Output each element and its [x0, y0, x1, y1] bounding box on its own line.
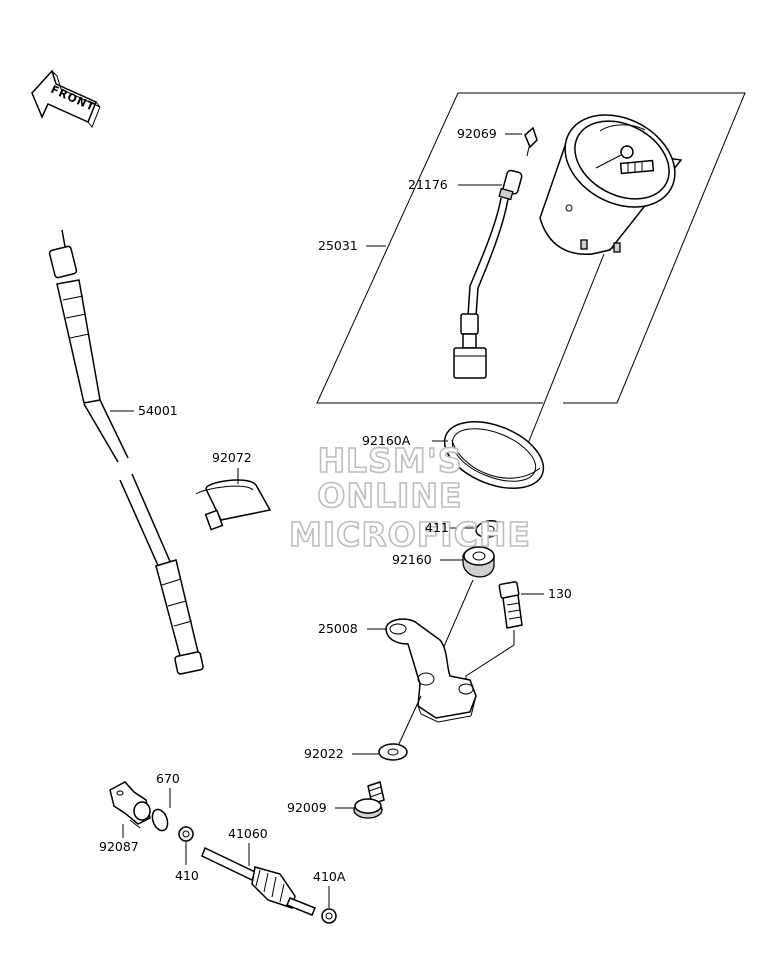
- speedometer-meter: [522, 114, 683, 457]
- washer-92022: [378, 695, 422, 761]
- callout-411[interactable]: 411: [425, 520, 449, 535]
- callout-670[interactable]: 670: [156, 771, 180, 786]
- callout-41060[interactable]: 41060: [228, 826, 268, 841]
- watermark-line-2: ONLINE: [317, 476, 462, 515]
- front-arrow: FRONT: [31, 69, 101, 128]
- callout-410[interactable]: 410: [175, 868, 199, 883]
- callout-54001[interactable]: 54001: [138, 403, 178, 418]
- callout-92087[interactable]: 92087: [99, 839, 139, 854]
- gear-housing-92087: [109, 781, 151, 829]
- washer-410A: [321, 908, 337, 924]
- clamp-band-92072: [195, 479, 272, 531]
- watermark-line-1: HLSM'S: [317, 441, 462, 480]
- callout-130[interactable]: 130: [548, 586, 572, 601]
- callout-92022[interactable]: 92022: [304, 746, 344, 761]
- watermark: HLSM'S ONLINE MICROFICHE: [288, 440, 531, 555]
- speedometer-cable: [48, 229, 204, 675]
- o-ring-670: [151, 808, 169, 832]
- screw-92009: [353, 781, 385, 819]
- pinion-gear-41060: [201, 846, 316, 916]
- callout-92160[interactable]: 92160: [392, 552, 432, 567]
- meter-assembly-frame: [316, 92, 746, 404]
- bracket-25008: [385, 618, 477, 723]
- washer-411: [475, 520, 503, 538]
- callout-92160A[interactable]: 92160A: [362, 433, 411, 448]
- callout-92069[interactable]: 92069: [457, 126, 497, 141]
- callout-labels: 92069 21176 25031 54001 92072 92160A 411…: [99, 126, 572, 884]
- callout-21176[interactable]: 21176: [408, 177, 448, 192]
- bolt-130: [465, 581, 523, 688]
- callout-410A[interactable]: 410A: [313, 869, 346, 884]
- watermark-line-3: MICROFICHE: [289, 515, 531, 554]
- callout-25031[interactable]: 25031: [318, 238, 358, 253]
- washer-410: [178, 826, 194, 842]
- bulb-92069: [524, 126, 538, 157]
- callout-92072[interactable]: 92072: [212, 450, 252, 465]
- callout-92009[interactable]: 92009: [287, 800, 327, 815]
- grommet-92160: [424, 546, 495, 691]
- bulb-socket-harness: [453, 169, 523, 379]
- leader-lines: [110, 133, 544, 908]
- callout-25008[interactable]: 25008: [318, 621, 358, 636]
- grommet-92160A: [443, 421, 545, 489]
